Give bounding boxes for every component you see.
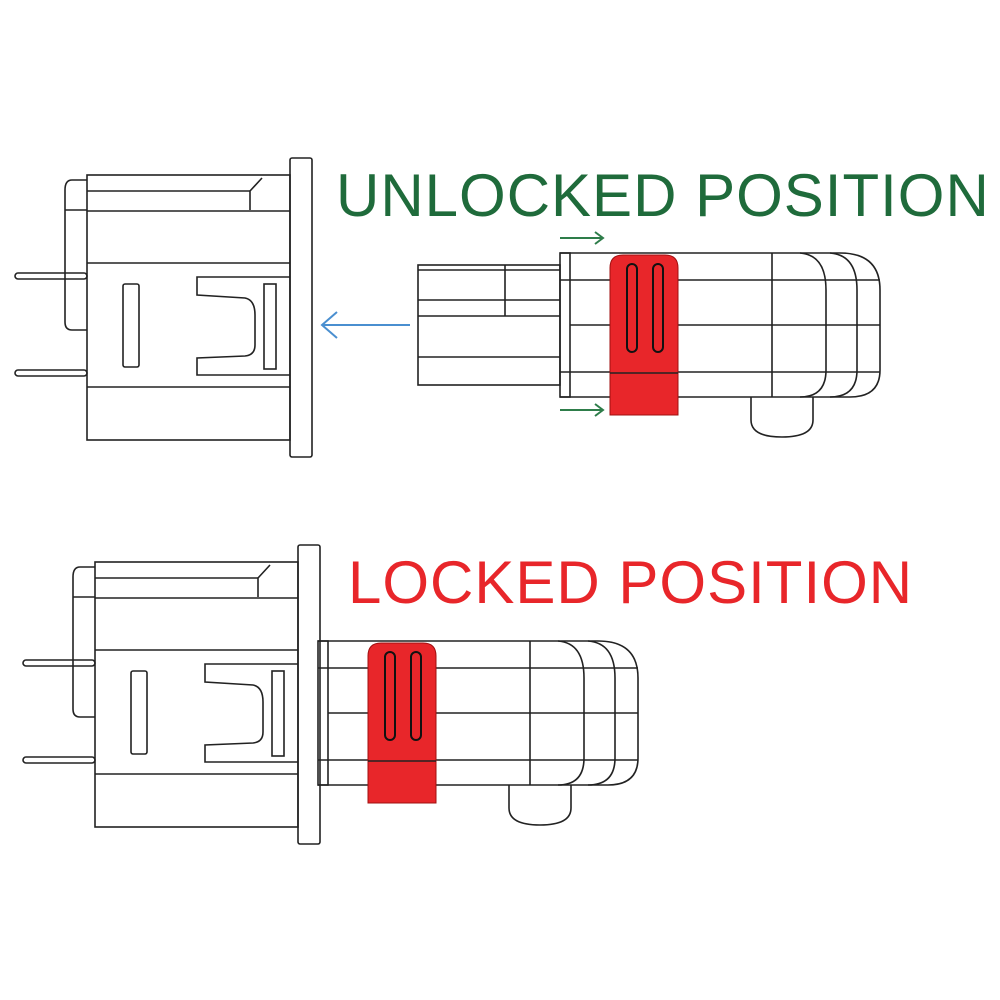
unlocked-position-label: UNLOCKED POSITION [336,162,990,229]
plug-unlocked [417,252,881,438]
socket-unlocked [14,157,313,458]
locked-position-label: LOCKED POSITION [348,549,914,616]
socket-locked [22,544,321,845]
plug-locked [317,640,639,826]
slide-arrow-icon [560,231,605,417]
red-lock-tab-unlocked [559,252,881,438]
insert-arrow-icon [320,311,410,339]
